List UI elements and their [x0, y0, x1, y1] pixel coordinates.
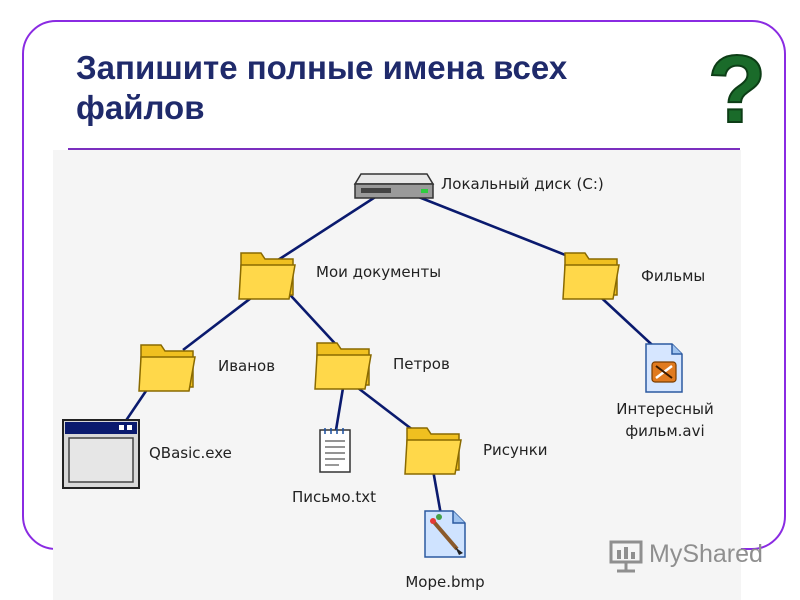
edge-petrov-letter — [334, 387, 345, 431]
folder-label-films: Фильмы — [641, 267, 706, 285]
folder-label-ivanov: Иванов — [218, 357, 276, 375]
question-mark-icon: ? — [707, 42, 768, 132]
edge-root-films — [410, 192, 579, 262]
video-file-icon — [645, 343, 683, 393]
text-document-icon — [319, 428, 351, 473]
presentation-board-icon — [609, 540, 643, 573]
file-tree-diagram: Локальный диск (C:) Мои документы Фильмы… — [53, 150, 741, 600]
folder-icon — [404, 427, 462, 475]
folder-label-pictures: Рисунки — [483, 441, 548, 459]
edge-root-mydocs — [277, 190, 384, 262]
slide-title: Запишите полные имена всех файлов — [76, 49, 568, 126]
file-label-sea: Море.bmp — [405, 573, 485, 591]
folder-icon — [238, 252, 296, 300]
paint-image-icon — [424, 510, 466, 558]
hard-drive-icon — [353, 173, 435, 199]
folder-icon — [138, 344, 196, 392]
drive-label: Локальный диск (C:) — [441, 175, 604, 193]
watermark: MyShared — [607, 538, 777, 574]
file-label-letter: Письмо.txt — [291, 488, 377, 506]
file-label-movie-line2: фильм.avi — [625, 422, 705, 440]
title-divider — [68, 148, 740, 150]
folder-icon — [562, 252, 620, 300]
application-window-icon — [62, 419, 140, 489]
edge-mydocs-petrov — [280, 284, 342, 351]
svg-text:?: ? — [708, 42, 767, 132]
folder-label-my-documents: Мои документы — [316, 263, 442, 281]
folder-label-petrov: Петров — [393, 355, 450, 373]
file-label-movie-line1: Интересный — [616, 400, 714, 418]
watermark-text: MyShared — [649, 540, 763, 568]
edge-pictures-sea — [431, 469, 443, 516]
folder-icon — [314, 342, 372, 390]
file-label-qbasic: QBasic.exe — [149, 444, 232, 462]
